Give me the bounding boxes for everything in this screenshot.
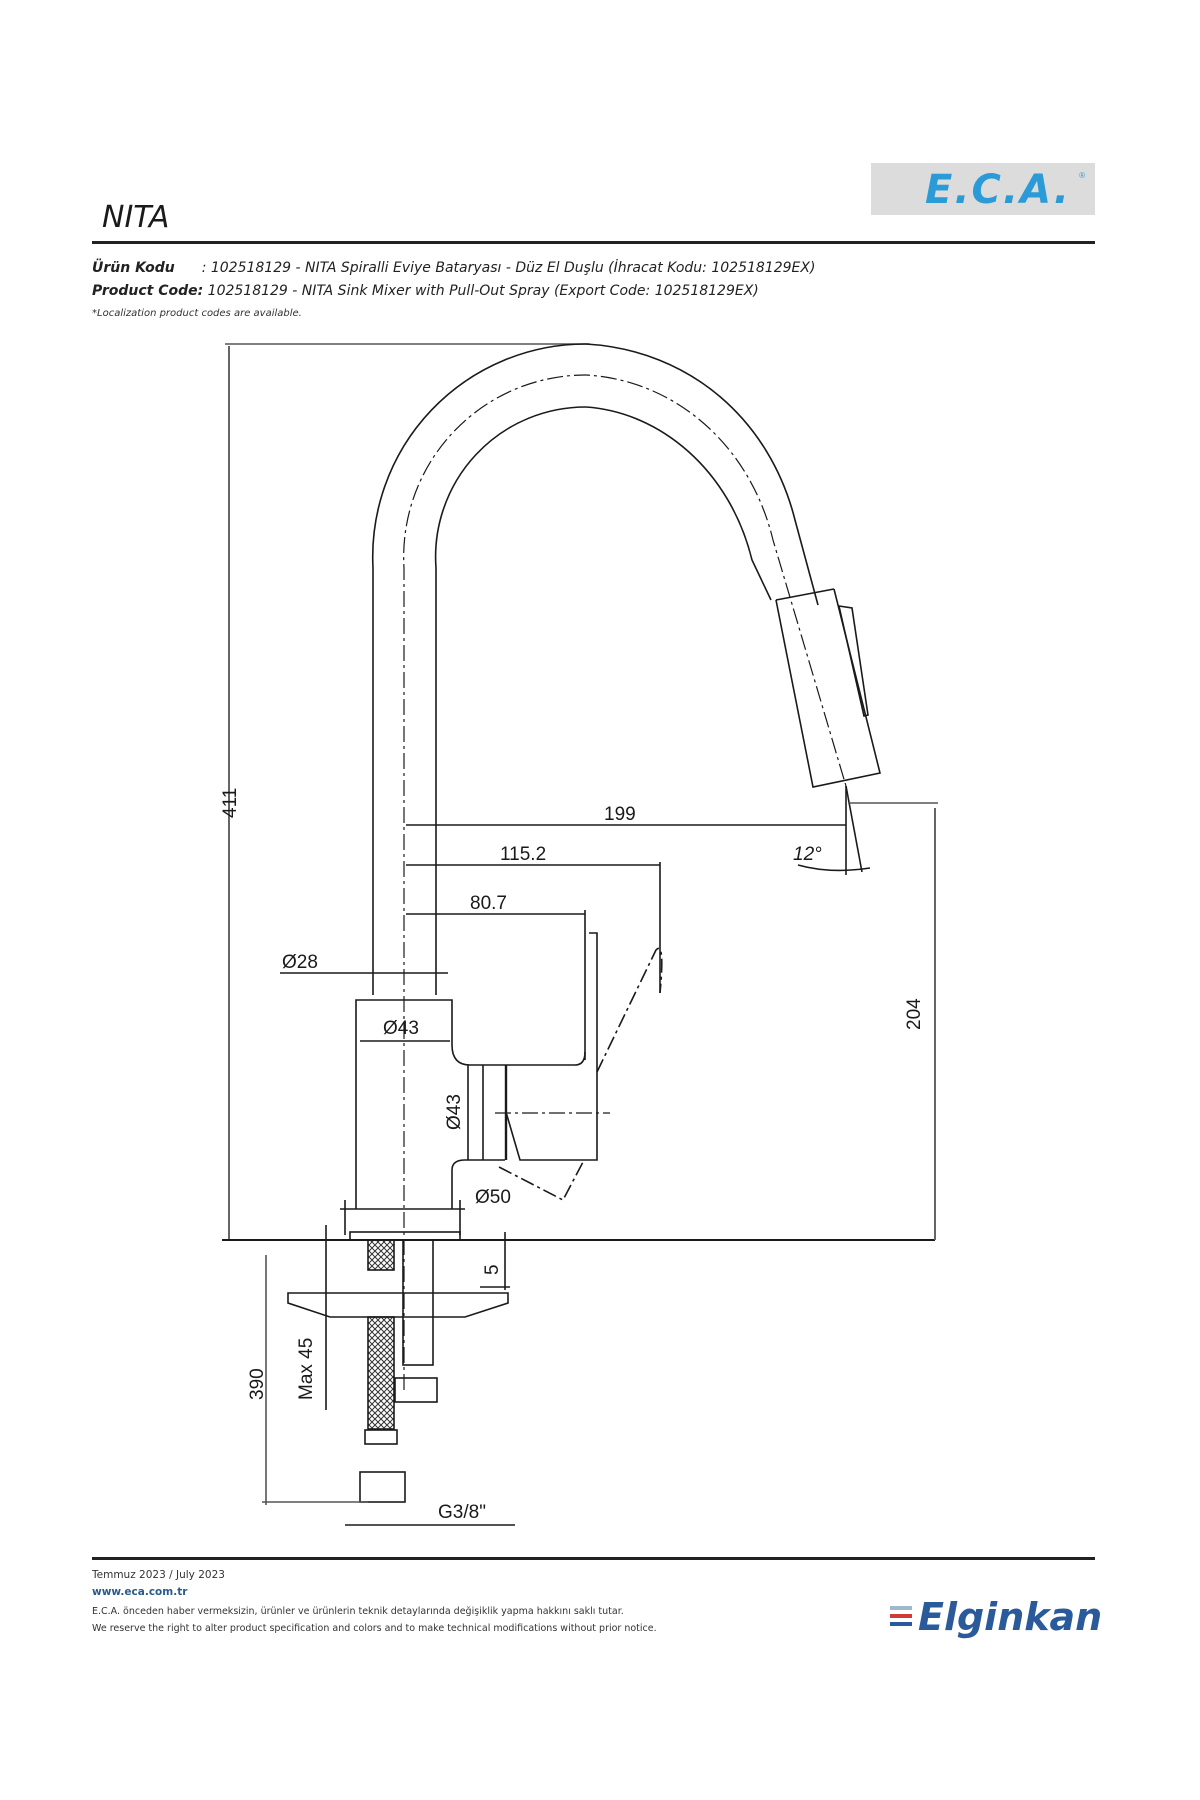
label-body-reach: 80.7: [470, 893, 507, 914]
hose-braided-lower: [367, 1316, 395, 1430]
urun-kodu-line: Ürün Kodu : 102518129 - NITA Spiralli Ev…: [92, 260, 815, 276]
elginkan-logo-icon: [890, 1606, 912, 1630]
spout-outer: [371, 343, 819, 995]
footer-website-link[interactable]: www.eca.com.tr: [92, 1586, 188, 1598]
base-plate: [349, 1231, 461, 1241]
elginkan-logo: Elginkan: [890, 1595, 1103, 1639]
spout-inner: [434, 406, 772, 995]
label-hose-length: 390: [247, 1368, 268, 1400]
mounting-bracket: [287, 1292, 509, 1318]
footer-disclaimer-en: We reserve the right to alter product sp…: [92, 1623, 657, 1634]
body-lower: [451, 1159, 505, 1209]
lever-handle: [505, 932, 598, 1161]
product-code-line: Product Code: 102518129 - NITA Sink Mixe…: [92, 283, 759, 299]
label-base-thickness: 5: [482, 1264, 503, 1275]
angle-arc: [797, 864, 871, 872]
hose-connector-nut: [359, 1471, 406, 1503]
spray-head-joint: [775, 588, 835, 601]
label-base-diameter: Ø50: [475, 1187, 511, 1208]
label-body-diameter: Ø43: [383, 1018, 419, 1039]
registered-mark: ®: [1079, 171, 1085, 180]
footer-disclaimer-tr: E.C.A. önceden haber vermeksizin, ürünle…: [92, 1606, 624, 1617]
label-connection-thread: G3/8": [438, 1502, 486, 1523]
eca-logo-text: E.C.A.: [925, 167, 1071, 213]
urun-kodu-label: Ürün Kodu: [92, 260, 175, 276]
label-spout-diameter: Ø28: [282, 952, 318, 973]
threaded-rod: [402, 1239, 434, 1366]
label-lever-reach: 115.2: [500, 844, 546, 865]
product-title: NITA: [102, 200, 170, 235]
mounting-nut: [394, 1377, 438, 1403]
lever-rotated-position: [498, 1161, 584, 1202]
lever-open-position: [596, 947, 663, 1073]
label-spout-reach: 199: [604, 804, 636, 825]
urun-kodu-value: : 102518129 - NITA Spiralli Eviye Batary…: [201, 260, 816, 276]
header-divider: [92, 241, 1095, 244]
hose-ferrule: [364, 1429, 398, 1445]
product-code-label: Product Code:: [92, 283, 204, 299]
spout-centerline: [403, 374, 847, 1390]
label-total-height: 411: [220, 788, 241, 818]
body-upper: [355, 999, 586, 1209]
label-max-counter: Max 45: [296, 1338, 317, 1400]
footer-divider: [92, 1557, 1095, 1560]
spray-head-body: [775, 588, 881, 788]
footer-date: Temmuz 2023 / July 2023: [92, 1569, 225, 1581]
spray-angle-line: [845, 785, 863, 873]
localization-note: *Localization product codes are availabl…: [92, 308, 302, 319]
spray-button: [837, 605, 869, 717]
product-code-value: 102518129 - NITA Sink Mixer with Pull-Ou…: [207, 283, 759, 299]
label-spray-angle: 12°: [793, 844, 822, 865]
elginkan-logo-text: Elginkan: [918, 1595, 1103, 1639]
label-outlet-height: 204: [904, 998, 925, 1030]
hose-braided-upper: [367, 1239, 395, 1271]
eca-logo: E.C.A. ®: [871, 163, 1095, 215]
label-cartridge-diameter: Ø43: [444, 1094, 465, 1130]
